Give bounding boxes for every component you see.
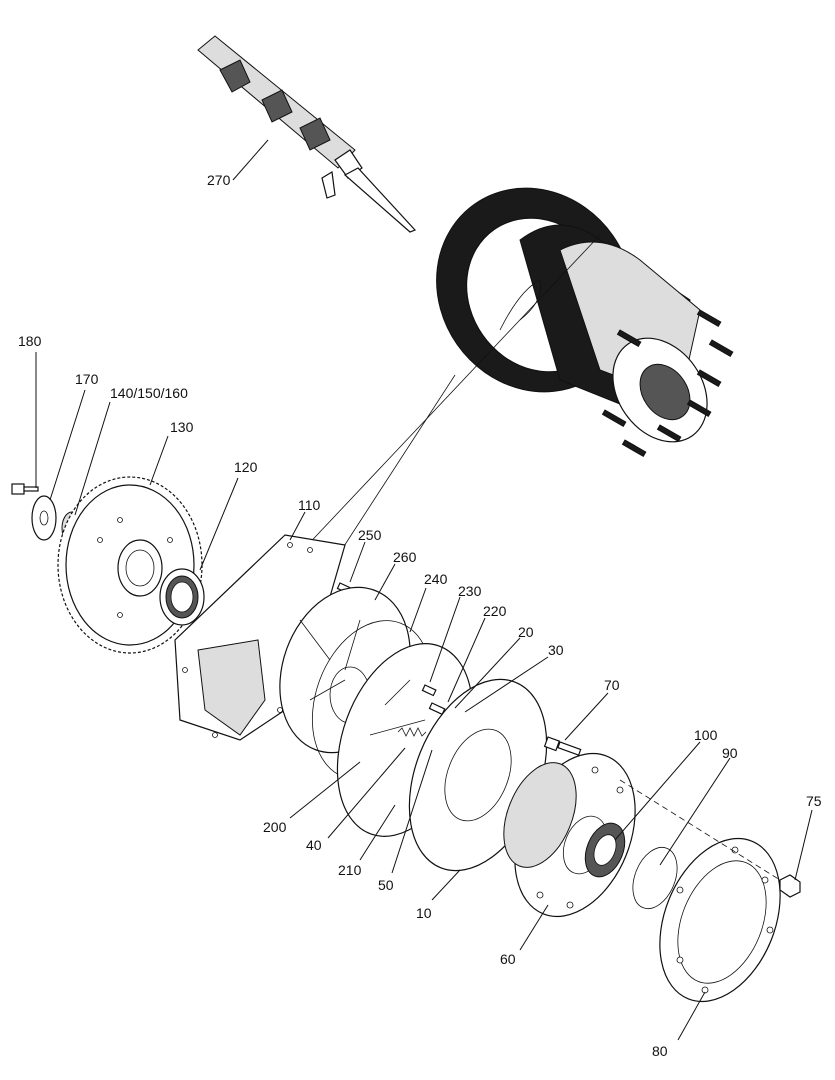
callout-50: 50: [378, 877, 394, 893]
callout-40: 40: [306, 837, 322, 853]
callout-250: 250: [358, 527, 382, 543]
washer-part-170: [31, 495, 57, 541]
pin-part-230: [421, 684, 437, 697]
callout-260: 260: [393, 549, 417, 565]
callout-60: 60: [500, 951, 516, 967]
callout-80: 80: [652, 1043, 668, 1059]
bolt-part-70: [543, 736, 582, 756]
callout-70: 70: [604, 677, 620, 693]
seal-part-120: [159, 568, 205, 626]
callout-120: 120: [234, 459, 258, 475]
callout-210: 210: [338, 862, 362, 878]
assembled-hub-reference: [436, 187, 734, 458]
callout-180: 180: [18, 333, 42, 349]
callout-75: 75: [806, 793, 822, 809]
callout-140-150-160: 140/150/160: [110, 385, 188, 401]
callout-200: 200: [263, 819, 287, 835]
callout-270: 270: [207, 172, 231, 188]
callout-100: 100: [694, 727, 718, 743]
callout-30: 30: [548, 642, 564, 658]
sealant-tube-part-270: [197, 35, 417, 233]
callout-20: 20: [518, 624, 534, 640]
callout-130: 130: [170, 419, 194, 435]
bolt-part-180: [11, 483, 39, 495]
gear-part-130: [57, 476, 203, 654]
callout-170: 170: [75, 371, 99, 387]
callout-10: 10: [416, 905, 432, 921]
callout-110: 110: [298, 497, 321, 513]
spring-part-40: [397, 727, 427, 737]
callout-90: 90: [722, 745, 738, 761]
nut-part-75: [779, 874, 801, 898]
bearing-part-100: [584, 822, 626, 878]
o-ring-part-90: [632, 846, 678, 910]
cover-plate-part-80: [659, 837, 781, 1003]
callout-230: 230: [458, 583, 482, 599]
callout-240: 240: [424, 571, 448, 587]
callout-220: 220: [483, 603, 507, 619]
